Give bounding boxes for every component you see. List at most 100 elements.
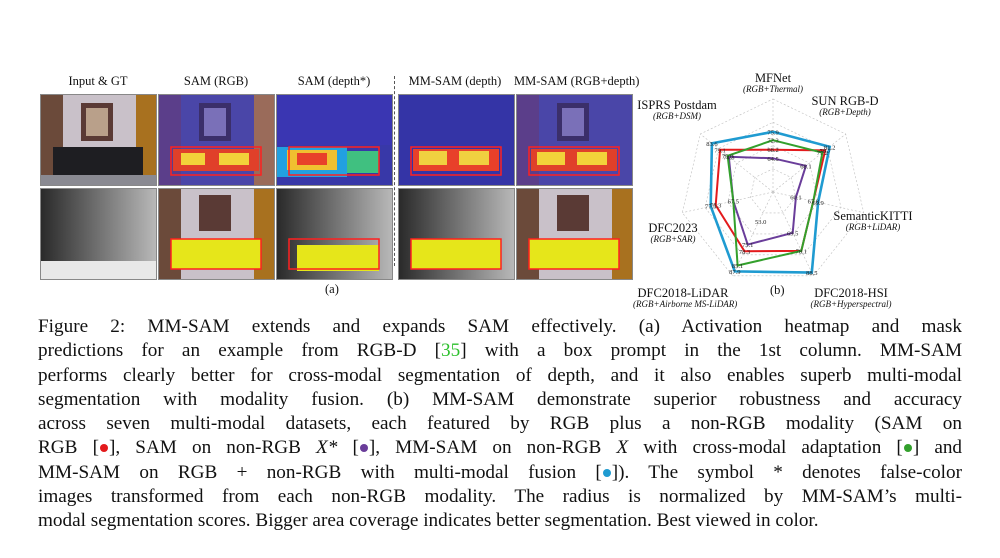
caption-text: segmentation with modality fusion. (b) M…	[38, 388, 962, 410]
col-label-sam-depth: SAM (depth*)	[297, 74, 371, 88]
caption-line: predictions for an example from RGB-D [3…	[38, 339, 962, 363]
radar-point-label: 74.3	[723, 154, 734, 161]
radar-spoke	[772, 191, 864, 213]
caption-line: images transformed from each non-RGB mod…	[38, 485, 962, 509]
radar-point-label: 67.8	[808, 199, 819, 206]
caption-text: performs clearly better for cross-modal …	[38, 364, 962, 386]
sublabel-b: (b)	[770, 283, 785, 297]
col-label-mmsam-depth: MM-SAM (depth)	[408, 74, 502, 88]
radar-axis-modality: (RGB+LiDAR)	[845, 222, 901, 233]
radar-axis-modality: (RGB+Hyperspectral)	[810, 299, 892, 310]
caption-text: across seven multi-modal datasets, each …	[38, 413, 962, 435]
caption-text: modal segmentation scores. Bigger area c…	[38, 510, 819, 532]
radar-point-label: 87.9	[729, 269, 740, 276]
radar-axis-name: DFC2018-LiDAR	[637, 286, 729, 300]
radar-axis-name: SemanticKITTI	[833, 209, 913, 223]
col-label-input-gt: Input & GT	[68, 74, 128, 88]
radar-axis-modality: (RGB+Airborne MS-LiDAR)	[633, 299, 738, 310]
radar-axis-modality: (RGB+Thermal)	[742, 84, 804, 95]
caption-text: X*	[316, 437, 338, 459]
radar-point-label: 68.1	[800, 163, 811, 170]
radar-point-label: 72.3	[767, 138, 778, 145]
image-sam-rgb-heatmap	[158, 94, 275, 186]
radar-grid-ring	[727, 145, 819, 235]
caption-text: X	[616, 437, 629, 459]
legend-dot-icon	[359, 444, 368, 453]
radar-point-label: 75.1	[742, 242, 753, 249]
radar-axis-label: DFC2023(RGB+SAR)	[623, 221, 723, 245]
image-sam-depth-mask	[276, 188, 393, 280]
caption-text: [	[337, 437, 359, 459]
radar-axis-label: ISPRS Postdam(RGB+DSM)	[627, 98, 727, 122]
figure-a: Input & GT SAM (RGB) SAM (depth*) MM-SAM…	[38, 70, 639, 302]
radar-axis-name: DFC2023	[648, 221, 698, 235]
radar-series-polygon	[709, 130, 832, 274]
radar-point-label: 78.1	[796, 248, 807, 255]
column-separator	[394, 76, 395, 266]
radar-axis-label: DFC2018-HSI(RGB+Hyperspectral)	[801, 286, 901, 310]
caption-line: MM-SAM on RGB + non-RGB with multi-modal…	[38, 461, 962, 485]
radar-point-label: 85.1	[732, 263, 743, 270]
radar-axis-label: SUN RGB-D(RGB+Depth)	[795, 94, 895, 118]
radar-grid-ring	[704, 121, 842, 256]
radar-axis-modality: (RGB+DSM)	[652, 111, 702, 122]
image-depth-input	[40, 188, 157, 280]
caption-text: ] and	[912, 437, 963, 459]
col-label-sam-rgb: SAM (RGB)	[183, 74, 249, 88]
radar-point-label: 78.3	[739, 249, 750, 256]
caption-text: Figure 2: MM-SAM extends and expands SAM…	[38, 316, 962, 337]
caption-line: performs clearly better for cross-modal …	[38, 364, 962, 388]
radar-spoke	[732, 191, 774, 276]
radar-point-label: 78.7	[820, 148, 832, 155]
radar-point-label: 64.5	[767, 156, 778, 163]
citation-link[interactable]: 35	[441, 340, 461, 362]
radar-axis-modality: (RGB+SAR)	[650, 234, 696, 245]
legend-dot-icon	[99, 444, 108, 453]
radar-point-label: 75.9	[767, 129, 778, 136]
radar-point-label: 77.5	[705, 204, 716, 211]
radar-axis-label: SemanticKITTI(RGB+LiDAR)	[823, 209, 923, 233]
figure-caption: Figure 2: MM-SAM extends and expands SAM…	[38, 315, 962, 534]
caption-line: modal segmentation scores. Bigger area c…	[38, 509, 962, 533]
radar-axis-name: ISPRS Postdam	[637, 98, 717, 112]
caption-text: ] with a box prompt in the 1st column. M…	[460, 340, 963, 362]
legend-dot-icon	[903, 444, 912, 453]
radar-svg: 75.972.368.264.581.278.777.268.169.967.8…	[681, 98, 865, 277]
image-mmsam-depth-mask	[398, 188, 515, 280]
caption-text: with cross-modal adaptation [	[628, 437, 903, 459]
radar-grid-ring	[749, 168, 797, 214]
radar-point-label: 79.1	[714, 147, 725, 154]
caption-text: ]). The symbol * denotes false-color	[611, 461, 962, 483]
image-sam-depth-heatmap	[276, 94, 393, 186]
caption-line: segmentation with modality fusion. (b) M…	[38, 388, 962, 412]
radar-spoke	[772, 133, 846, 193]
caption-text: ], SAM on non-RGB	[108, 437, 317, 459]
radar-axis-label: MFNet(RGB+Thermal)	[723, 71, 823, 95]
radar-spoke	[682, 191, 774, 213]
image-mmsam-rgb-depth-mask	[516, 188, 633, 280]
legend-dot-icon	[602, 468, 611, 477]
radar-axis-name: SUN RGB-D	[811, 94, 879, 108]
caption-text: MM-SAM on RGB + non-RGB with multi-modal…	[38, 461, 602, 483]
image-mmsam-depth-heatmap	[398, 94, 515, 186]
radar-axis-modality: (RGB+Depth)	[819, 107, 871, 118]
caption-line: across seven multi-modal datasets, each …	[38, 412, 962, 436]
caption-text: images transformed from each non-RGB mod…	[38, 486, 962, 508]
radar-axis-label: DFC2018-LiDAR(RGB+Airborne MS-LiDAR)	[633, 286, 738, 310]
radar-point-label: 75.3	[710, 203, 721, 210]
radar-point-label: 67.5	[728, 199, 739, 206]
radar-axis-name: MFNet	[754, 71, 792, 85]
radar-axis-name: DFC2018-HSI	[814, 286, 888, 300]
radar-point-label: 88.5	[806, 270, 817, 277]
radar-spoke	[772, 191, 814, 276]
caption-line: Figure 2: MM-SAM extends and expands SAM…	[38, 315, 962, 339]
radar-point-label: 77.2	[817, 150, 828, 157]
radar-point-label: 81.2	[824, 144, 835, 151]
image-input-rgb	[40, 94, 157, 186]
radar-point-label: 69.5	[787, 230, 798, 237]
sublabel-a: (a)	[325, 282, 339, 296]
radar-point-label: 69.9	[812, 200, 823, 207]
caption-line: RGB [], SAM on non-RGB X* [], MM-SAM on …	[38, 436, 962, 460]
caption-text: RGB [	[38, 437, 99, 459]
